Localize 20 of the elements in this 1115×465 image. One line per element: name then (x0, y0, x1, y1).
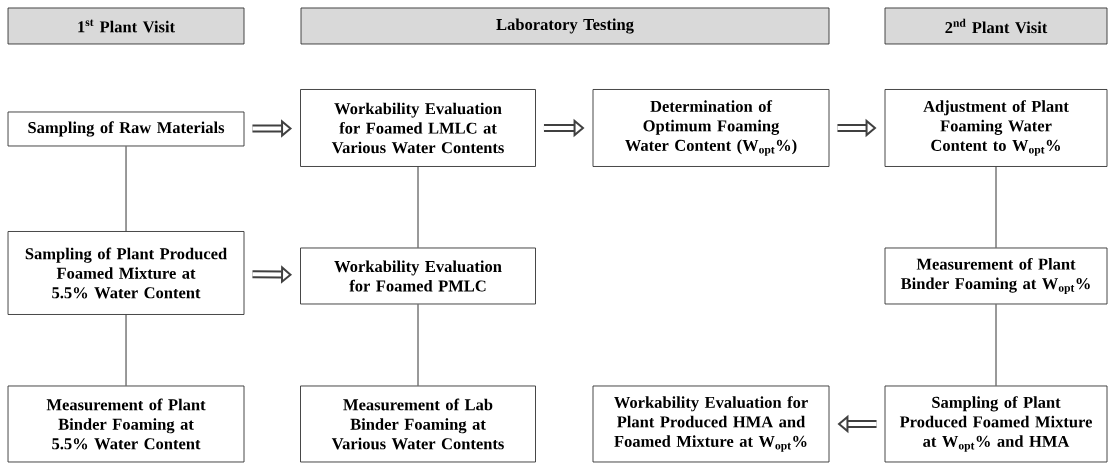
process-box: Sampling of Plant Produced Foamed Mixture at 5.5% Water Content (7, 231, 245, 315)
process-box: Sampling of Plant Produced Foamed Mixture at W$_{opt}$% and HMA (884, 385, 1108, 463)
process-box: Measurement of Plant Binder Foaming at W$_{opt}$% (884, 247, 1108, 305)
process-box: Workability Evaluation for Plant Produced HMA and Foamed Mixture at W$_{opt}$% (592, 385, 830, 463)
connector-line (995, 304, 997, 386)
process-box: Measurement of Lab Binder Foaming at Various Water Contents (300, 385, 536, 463)
section-header: 2$^{nd}$ Plant Visit (884, 7, 1108, 45)
process-box: Adjustment of Plant Foaming Water Content to W$_{opt}$% (884, 89, 1108, 167)
process-box: Measurement of Plant Binder Foaming at 5.5% Water Content (7, 385, 245, 463)
section-header: Laboratory Testing (300, 7, 830, 45)
process-box: Determination of Optimum Foaming Water Content (W$_{opt}$%) (592, 89, 830, 167)
section-header: 1$^{st}$ Plant Visit (7, 7, 245, 45)
connector-line (417, 166, 419, 248)
process-box: Sampling of Raw Materials (7, 111, 245, 147)
process-box: Workability Evaluation for Foamed PMLC (300, 247, 536, 305)
connector-line (995, 166, 997, 248)
process-box: Workability Evaluation for Foamed LMLC at Various Water Contents (300, 89, 536, 167)
connector-line (417, 304, 419, 386)
connector-line (125, 146, 127, 232)
connector-line (125, 314, 127, 386)
